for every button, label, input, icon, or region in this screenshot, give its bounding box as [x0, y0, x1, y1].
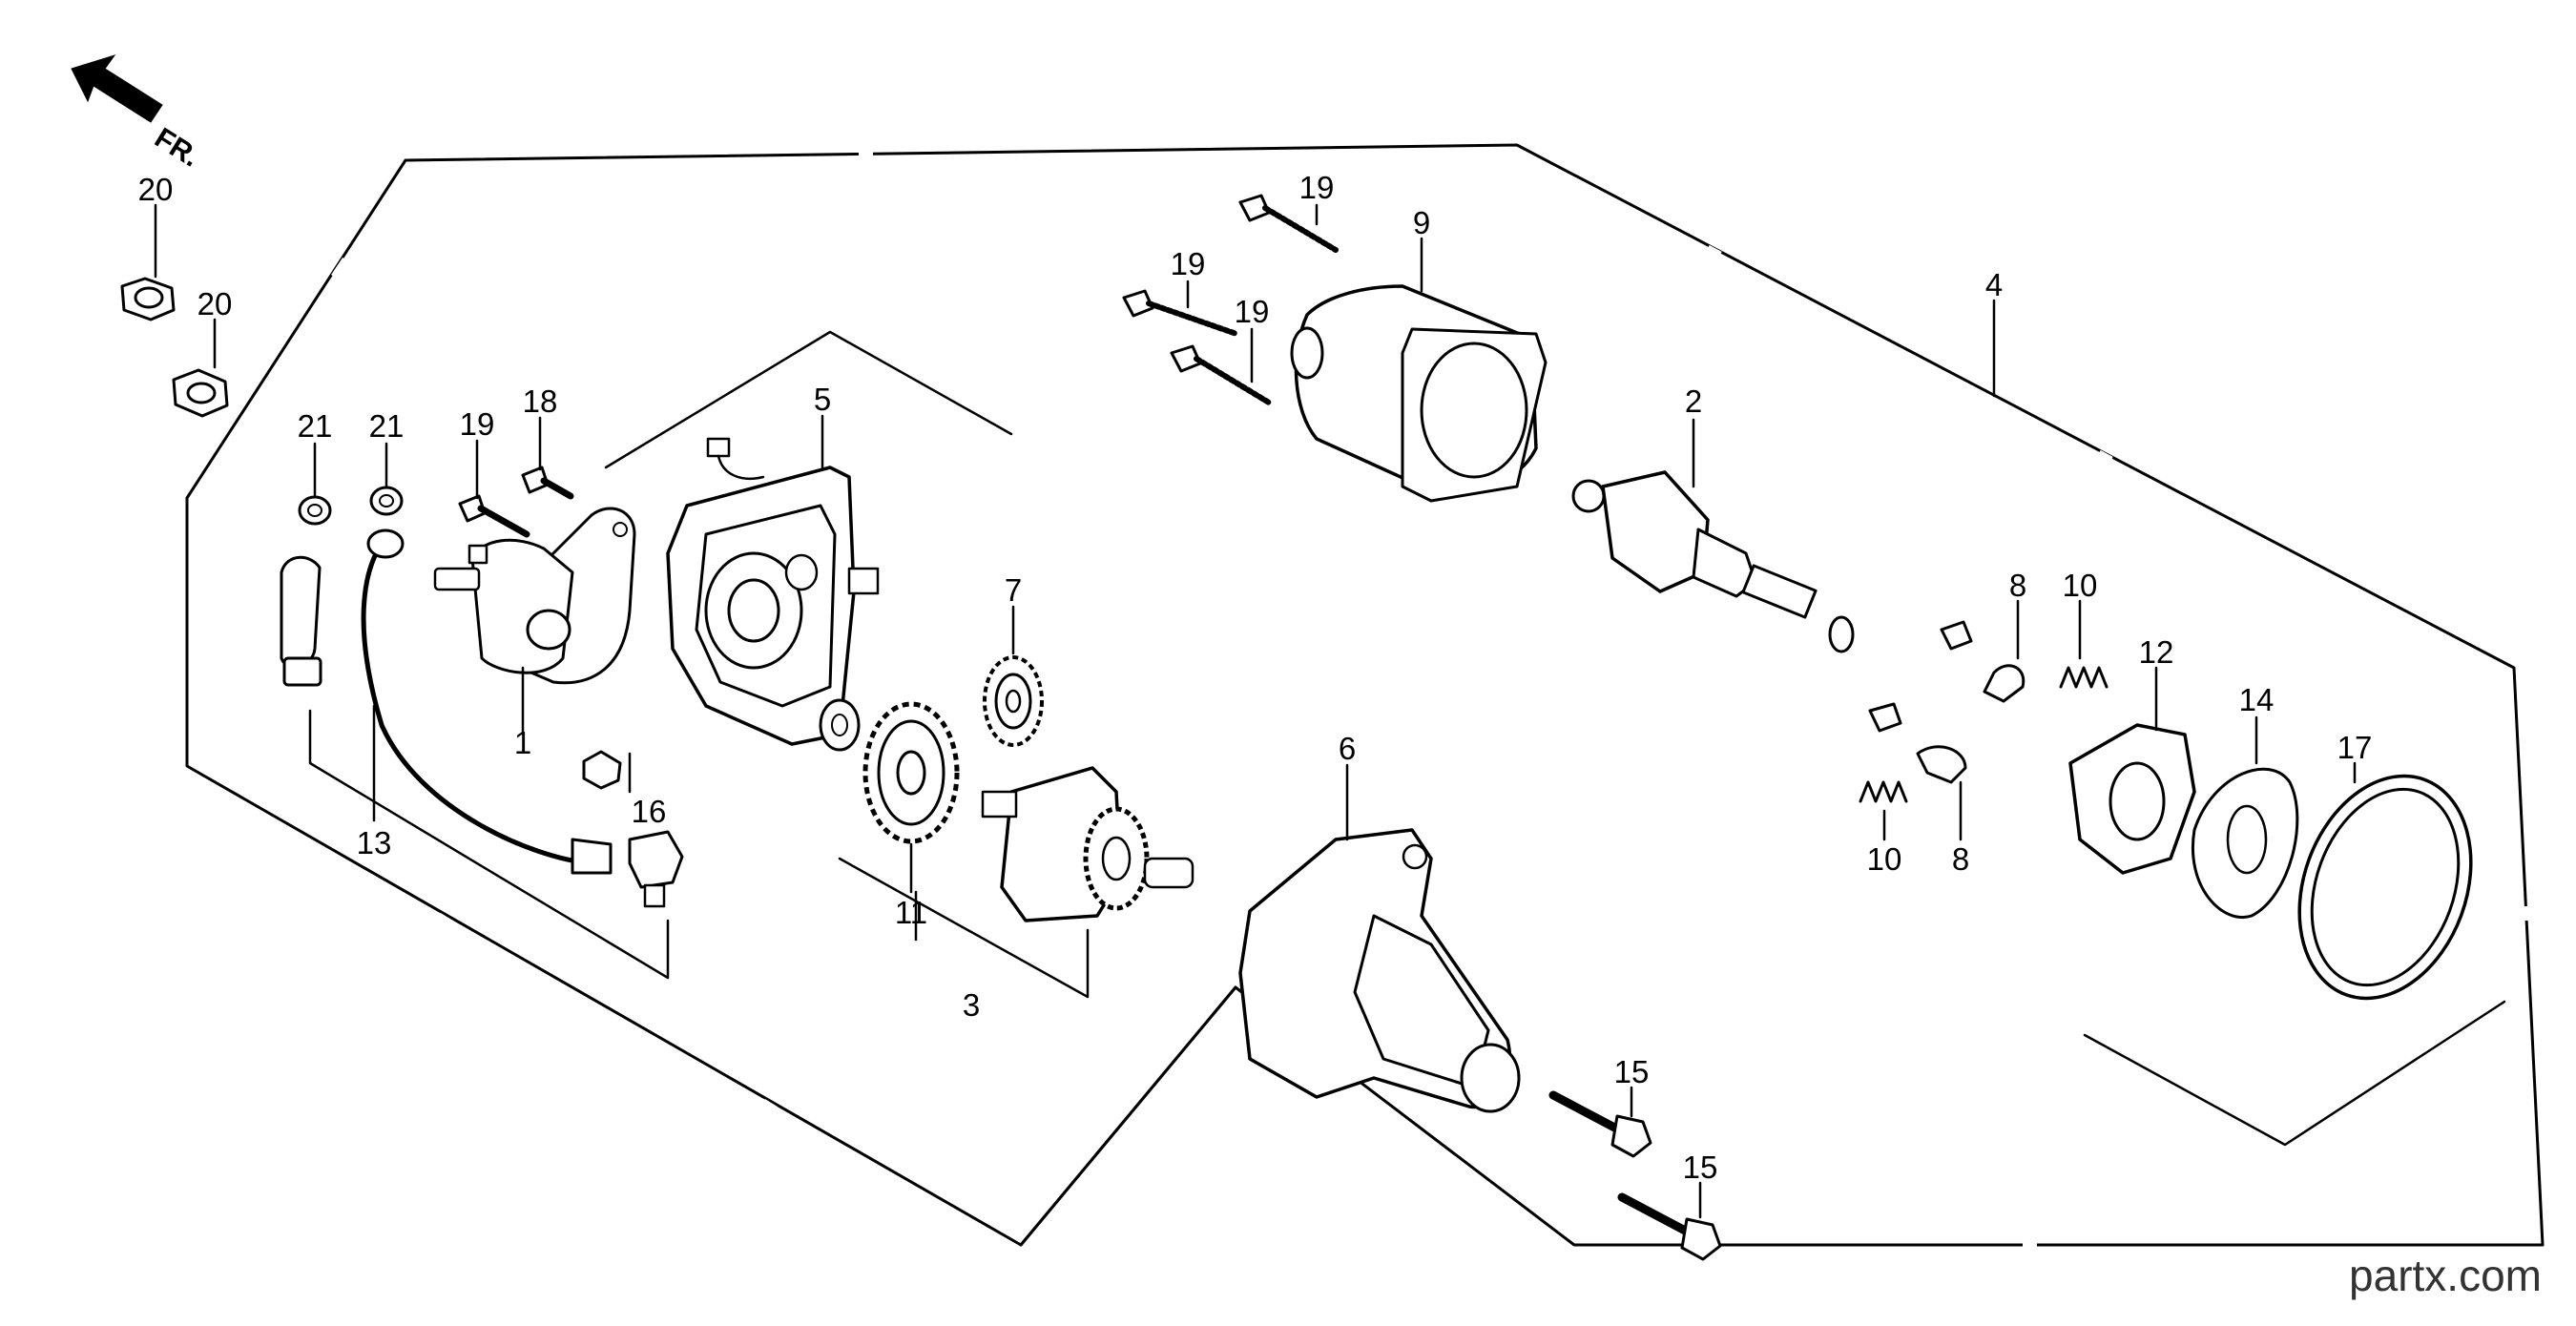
part-10-spring-a — [2059, 599, 2109, 689]
part-8-brush-a — [1940, 599, 2025, 703]
callout-8-b: 8 — [1952, 841, 1969, 877]
part-3-clutch — [981, 766, 1195, 922]
callout-19-d: 19 — [1235, 294, 1270, 329]
callout-3: 3 — [963, 987, 980, 1023]
part-16-switch — [582, 750, 684, 908]
front-indicator: FR. — [71, 54, 205, 174]
part-14-plate — [2192, 715, 2299, 919]
part-21-nut-a — [298, 442, 332, 526]
part-2-armature — [1571, 418, 1855, 653]
arrow-up-left-icon — [71, 54, 163, 123]
assembly-outline — [185, 143, 2545, 1249]
wiring-bracket — [308, 709, 670, 980]
callout-10-a: 10 — [2063, 568, 2098, 603]
part-9-yoke — [1290, 237, 1548, 503]
part-8-brush-b — [1868, 702, 1967, 841]
washer — [819, 698, 861, 752]
part-19-bolt-b — [1238, 194, 1339, 253]
part-21-nut-b — [369, 442, 404, 516]
callout-6: 6 — [1339, 731, 1356, 766]
part-19-bolt-a — [458, 439, 530, 538]
callout-16: 16 — [632, 794, 667, 829]
callout-21-a: 21 — [298, 408, 333, 444]
part-15-bolt-b — [1617, 1181, 1722, 1261]
callout-7: 7 — [1005, 572, 1022, 608]
callout-20-b: 20 — [197, 286, 233, 321]
callout-11: 11 — [895, 895, 927, 930]
part-20-nut-a — [120, 203, 176, 321]
callout-19-a: 19 — [460, 406, 495, 442]
part-17-oring — [2297, 761, 2473, 1001]
housing-bracket — [604, 330, 2506, 1147]
callout-19-b: 19 — [1299, 170, 1335, 205]
callout-12: 12 — [2139, 634, 2174, 670]
part-19-bolt-c — [1122, 280, 1239, 337]
callout-15-b: 15 — [1683, 1150, 1718, 1185]
part-12-brush-holder — [2068, 666, 2196, 875]
callout-labels: 1 2 3 4 5 6 7 8 8 9 10 10 11 12 13 14 15… — [138, 170, 2373, 1185]
front-label: FR. — [149, 122, 204, 174]
callout-4: 4 — [1985, 267, 2003, 302]
part-13-cable — [280, 528, 613, 875]
callout-10-b: 10 — [1867, 841, 1902, 877]
part-5-housing — [666, 414, 880, 746]
part-18-bolt — [521, 416, 574, 500]
callout-8-a: 8 — [2009, 568, 2026, 603]
callout-5: 5 — [814, 382, 831, 417]
callout-18: 18 — [523, 383, 558, 419]
callout-13: 13 — [357, 825, 392, 860]
part-1-solenoid — [433, 507, 636, 736]
part-19-bolt-d — [1170, 327, 1272, 405]
watermark: partx.com — [2349, 1251, 2542, 1300]
clutch-bracket — [838, 857, 1090, 999]
callout-21-b: 21 — [369, 408, 405, 444]
callout-2: 2 — [1685, 383, 1702, 419]
callout-14: 14 — [2239, 682, 2275, 717]
callout-15-a: 15 — [1614, 1054, 1650, 1089]
callout-19-c: 19 — [1171, 246, 1206, 281]
callout-20-a: 20 — [138, 172, 174, 207]
part-6-cover — [1238, 763, 1521, 1113]
part-10-spring-b — [1859, 780, 1908, 841]
part-20-nut-b — [172, 318, 229, 418]
part-15-bolt-a — [1548, 1086, 1652, 1158]
callout-17: 17 — [2337, 730, 2373, 765]
part-7-gear — [983, 605, 1044, 747]
callout-9: 9 — [1413, 205, 1430, 240]
part-11-gear — [862, 701, 960, 894]
callout-1: 1 — [514, 725, 531, 760]
